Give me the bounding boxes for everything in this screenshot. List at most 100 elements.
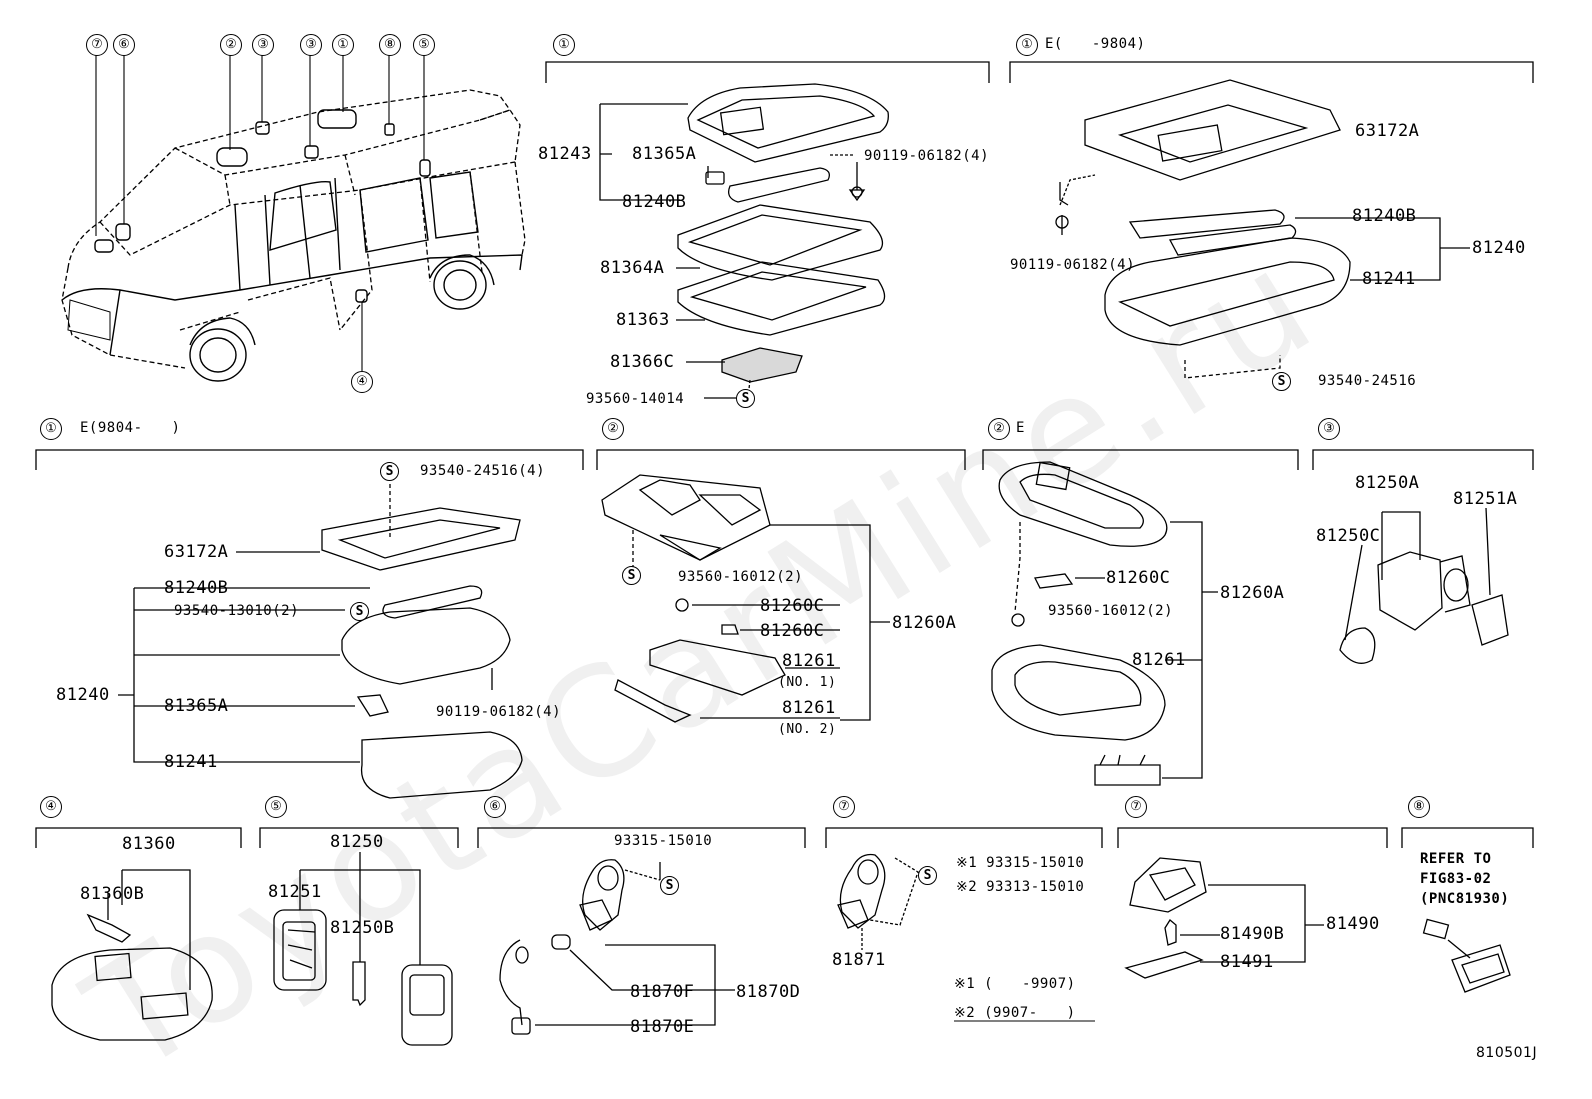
sec6-art <box>499 859 735 1035</box>
ref-5-circle: ⑤ <box>413 34 435 56</box>
part-81240: 81240 <box>1472 238 1526 258</box>
sec7b-ref: ⑦ <box>1125 796 1147 818</box>
part-81870E: 81870E <box>630 1017 695 1037</box>
ref-7-circle: ⑦ <box>86 34 108 56</box>
s-mark: S <box>380 462 399 481</box>
sec2b-ref: ② <box>988 418 1010 440</box>
part-63172A: 63172A <box>164 542 229 562</box>
part-81243: 81243 <box>538 144 592 164</box>
ref-4-circle: ④ <box>351 371 373 393</box>
sec3-ref: ③ <box>1318 418 1340 440</box>
part-81250A: 81250A <box>1355 473 1420 493</box>
no2-label: (NO. 2) <box>778 722 837 737</box>
part-81260C-b: 81260C <box>760 621 825 641</box>
sec2a-art <box>601 474 890 723</box>
van-illustration <box>61 89 526 369</box>
part-81365A: 81365A <box>632 144 697 164</box>
van-solid <box>61 109 523 382</box>
part-81240B: 81240B <box>622 192 687 212</box>
part-93540-24516: 93540-24516 <box>1318 373 1417 389</box>
part-90119-06182: 90119-06182(4) <box>1010 257 1136 273</box>
part-81365A: 81365A <box>164 696 229 716</box>
part-63172A: 63172A <box>1355 121 1420 141</box>
sec2b-note: E <box>1016 420 1025 436</box>
part-81360: 81360 <box>122 834 176 854</box>
ref-6-circle: ⑥ <box>113 34 135 56</box>
sec8-ref: ⑧ <box>1408 796 1430 818</box>
part-81240B: 81240B <box>164 578 229 598</box>
part-81250C: 81250C <box>1316 526 1381 546</box>
part-81491: 81491 <box>1220 952 1274 972</box>
part-81241: 81241 <box>164 752 218 772</box>
part-81240: 81240 <box>56 685 110 705</box>
part-81366C: 81366C <box>610 352 675 372</box>
note-2: ※2 (9907- ) <box>954 1005 1076 1021</box>
refer-line-3: (PNC81930) <box>1420 891 1510 907</box>
part-90119-06182: 90119-06182(4) <box>436 704 562 720</box>
s-mark: S <box>736 389 755 408</box>
sec7a-art <box>837 853 1095 1022</box>
sec1a-ref: ① <box>553 34 575 56</box>
s-mark: S <box>918 866 937 885</box>
part-81261-no1: 81261 <box>782 651 836 671</box>
note-1: ※1 ( -9907) <box>954 976 1076 992</box>
sec1a-art <box>599 83 889 399</box>
part-81363: 81363 <box>616 310 670 330</box>
sec7b-art <box>1124 857 1324 979</box>
part-81260A: 81260A <box>892 613 957 633</box>
part-81870F: 81870F <box>630 982 695 1002</box>
sec5-ref: ⑤ <box>265 796 287 818</box>
van-leaders <box>95 52 425 371</box>
sec3-art <box>1339 507 1509 664</box>
no1-label: (NO. 1) <box>778 675 837 690</box>
ref-3b-circle: ③ <box>300 34 322 56</box>
part-81261-no2: 81261 <box>782 698 836 718</box>
sec1b-ref: ① <box>1016 34 1038 56</box>
sec2b-art <box>991 461 1218 786</box>
s-mark: S <box>1272 372 1291 391</box>
sec7a-ref: ⑦ <box>833 796 855 818</box>
part-81260A: 81260A <box>1220 583 1285 603</box>
sec1b-art <box>1055 79 1470 379</box>
sec5-art <box>273 852 453 1046</box>
part-81364A: 81364A <box>600 258 665 278</box>
s-mark: S <box>350 602 369 621</box>
part-81871: 81871 <box>832 950 886 970</box>
part-93560-16012: 93560-16012(2) <box>1048 603 1174 619</box>
part-93315-15010: 93315-15010 <box>614 833 713 849</box>
ref-8-circle: ⑧ <box>379 34 401 56</box>
s-mark: S <box>660 876 679 895</box>
ref-2-circle: ② <box>220 34 242 56</box>
part-93315-15010: ※1 93315-15010 <box>956 855 1085 871</box>
part-93313-15010: ※2 93313-15010 <box>956 879 1085 895</box>
part-81490B: 81490B <box>1220 924 1285 944</box>
sec6-ref: ⑥ <box>484 796 506 818</box>
sec8-art <box>1422 918 1511 993</box>
part-81250: 81250 <box>330 832 384 852</box>
part-81360B: 81360B <box>80 884 145 904</box>
ref-1-circle: ① <box>332 34 354 56</box>
sec1c-note: E(9804- ) <box>80 420 181 436</box>
part-81260C: 81260C <box>1106 568 1171 588</box>
part-81870D: 81870D <box>736 982 801 1002</box>
part-93560-14014: 93560-14014 <box>586 391 685 407</box>
sec4-ref: ④ <box>40 796 62 818</box>
figure-code: 810501J <box>1476 1045 1538 1061</box>
part-81240B: 81240B <box>1352 206 1417 226</box>
part-81260C: 81260C <box>760 596 825 616</box>
part-81251A: 81251A <box>1453 489 1518 509</box>
s-mark: S <box>622 566 641 585</box>
part-81490: 81490 <box>1326 914 1380 934</box>
sec1c-art <box>118 484 523 799</box>
sec1b-note: E( -9804) <box>1045 36 1146 52</box>
part-93560-16012: 93560-16012(2) <box>678 569 804 585</box>
refer-line-1: REFER TO <box>1420 851 1492 867</box>
sec2a-ref: ② <box>602 418 624 440</box>
sec4-art <box>51 869 213 1041</box>
part-81241: 81241 <box>1362 269 1416 289</box>
part-81251: 81251 <box>268 882 322 902</box>
refer-line-2: FIG83-02 <box>1420 871 1492 887</box>
part-81250B: 81250B <box>330 918 395 938</box>
